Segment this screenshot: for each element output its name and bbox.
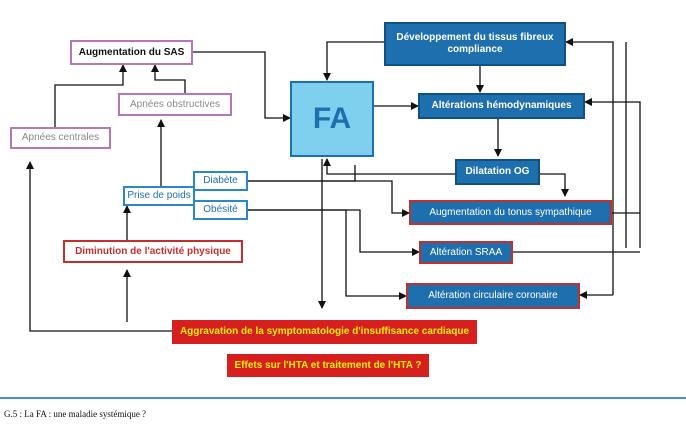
node-augmentation-sas: Augmentation du SAS [70,40,193,65]
node-prise-de-poids: Prise de poids [123,186,195,206]
node-augmentation-tonus-sympathique: Augmentation du tonus sympathique [409,200,612,225]
node-diminution-activite: Diminution de l'activité physique [63,240,243,263]
node-alterations-hemodynamiques: Altérations hémodynamiques [418,93,585,119]
node-alteration-circulaire-coronaire: Altération circulaire coronaire [406,283,580,309]
node-obesite: Obésité [193,200,248,220]
node-aggravation-insuffisance-cardiaque: Aggravation de la symptomatologie d'insu… [172,320,477,344]
line-fibreux-to-fa [323,41,384,81]
node-fa: FA [290,81,374,157]
node-dilatation-og: Dilatation OG [455,159,540,185]
node-effets-hta: Effets sur l'HTA et traitement de l'HTA … [227,354,429,377]
line-obesite-to-coronaire [248,209,407,300]
line-centrales-to-sas [54,64,127,128]
node-diabete: Diabète [193,171,248,191]
node-developpement-tissus-fibreux: Développement du tissus fibreux complian… [384,22,566,66]
line-right-loop-hemo [584,98,641,248]
line-sas-to-fa [193,51,291,122]
line-obstructives-to-sas [151,64,186,93]
node-apnees-centrales: Apnées centrales [10,127,111,149]
line-diabete-to-tonus [248,180,410,217]
line-dilatation-to-tonus [540,173,569,197]
line-dilatation-to-fa [323,158,455,175]
node-alteration-sraa: Altération SRAA [419,241,513,264]
line-diabete-to-fa [248,165,356,182]
figure-caption: G.5 : La FA : une maladie systémique ? [4,409,147,419]
node-apnees-obstructives: Apnées obstructives [118,93,232,116]
caption-divider [0,397,686,399]
node-fibreux-label: Développement du tissus fibreux complian… [396,32,554,55]
line-right-loop-fibreux [565,38,614,295]
line-aggravation-to-centrales [26,161,172,332]
line-obesite-to-sraa [248,209,420,256]
